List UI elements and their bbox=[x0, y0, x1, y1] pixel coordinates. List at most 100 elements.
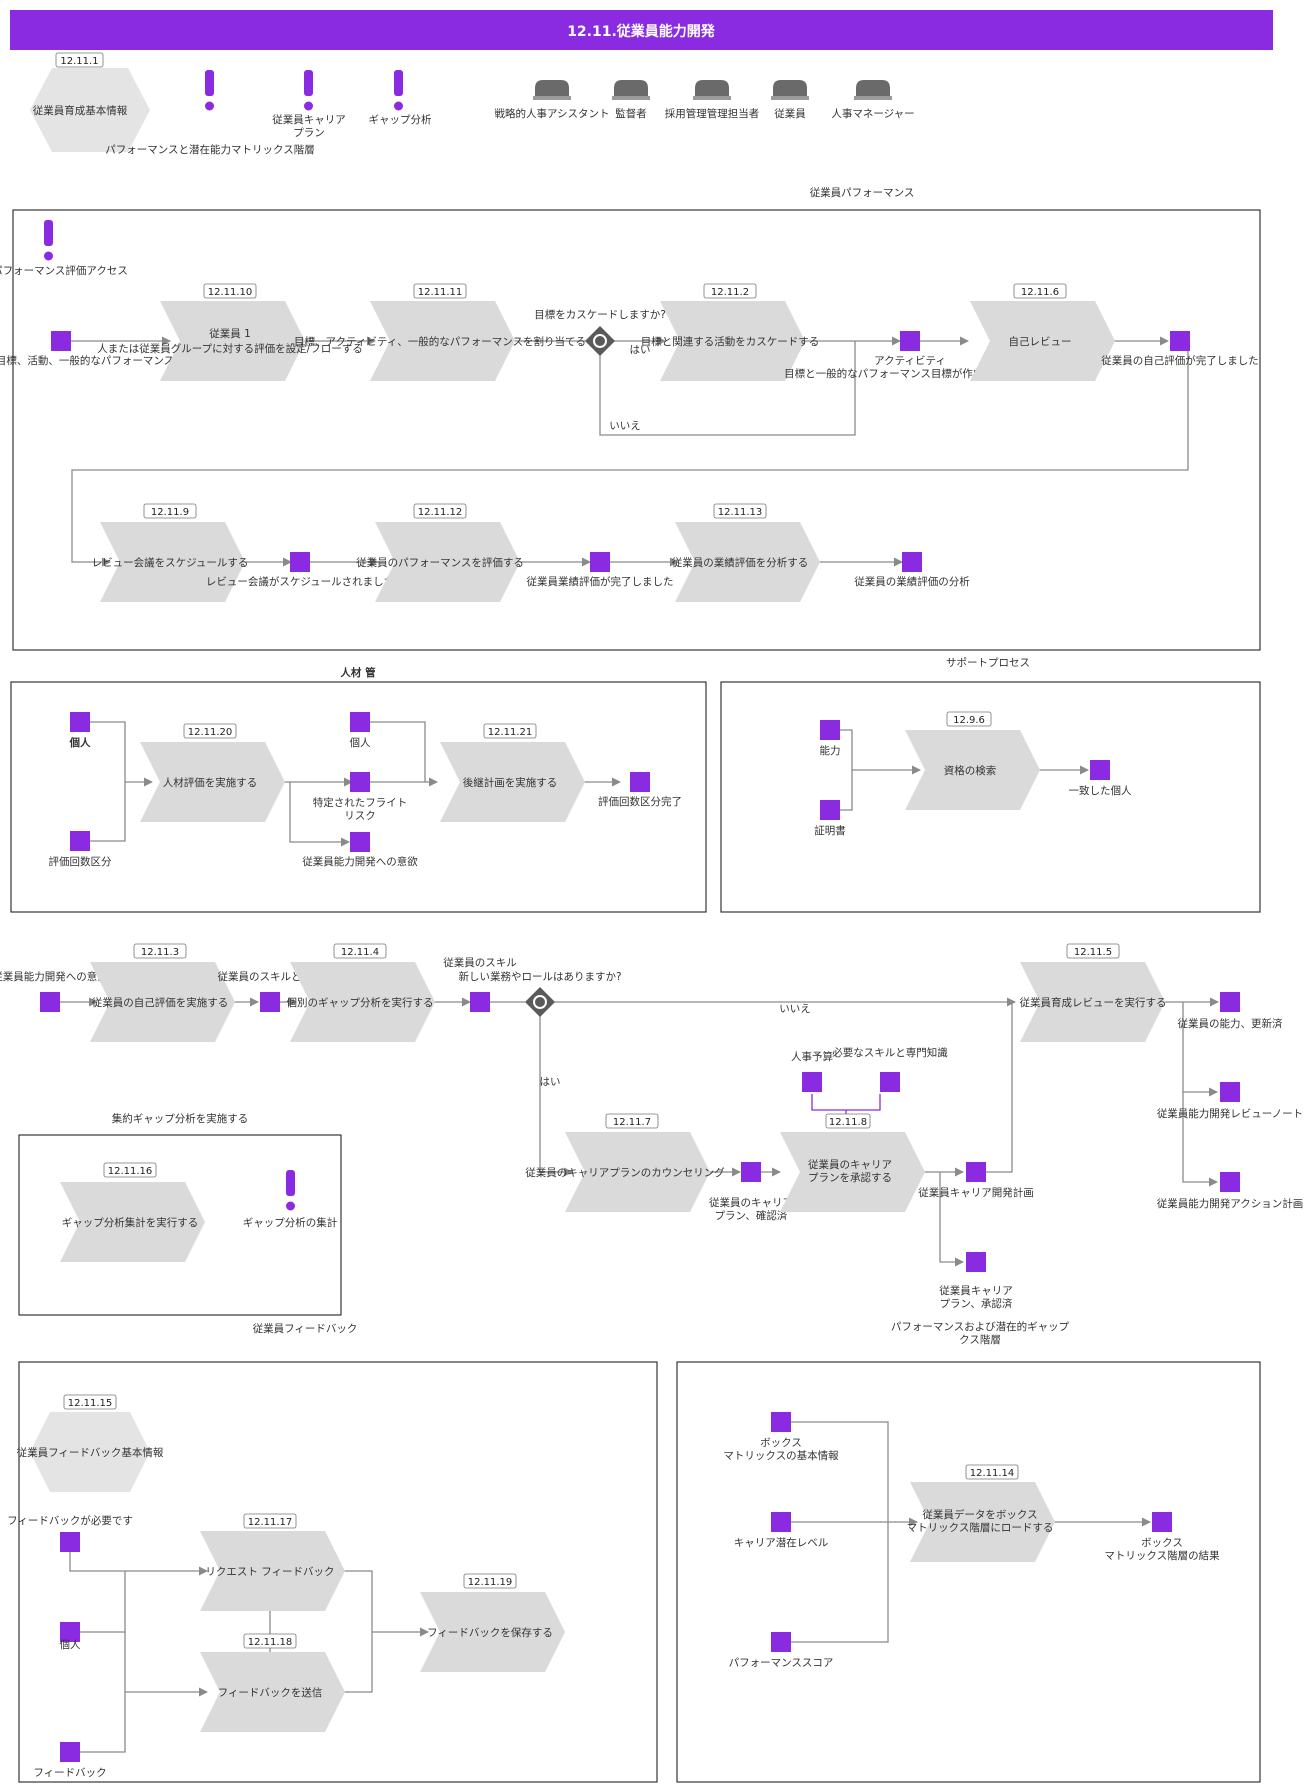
plan-confirmed-label: 従業員のキャリアプラン、確認済 bbox=[709, 1196, 793, 1222]
task-12-11-16[interactable]: 12.11.16 ギャップ分析集計を実行する bbox=[60, 1162, 205, 1262]
gap-analysis-risk-icon bbox=[394, 70, 403, 111]
skills-event[interactable] bbox=[260, 992, 280, 1012]
matrix-result-label: ボックスマトリックス階層の結果 bbox=[1104, 1537, 1220, 1562]
pool5-container bbox=[18, 1134, 342, 1316]
matched-event[interactable] bbox=[1090, 760, 1110, 780]
feedback-event[interactable] bbox=[60, 1742, 80, 1762]
svg-text:12.11.13: 12.11.13 bbox=[718, 507, 763, 518]
box-info-event[interactable] bbox=[771, 1412, 791, 1432]
count-done-event[interactable] bbox=[630, 772, 650, 792]
task-12-11-18[interactable]: 12.11.18 フィードバックを送信 bbox=[200, 1633, 345, 1732]
task-12-11-7[interactable]: 12.11.7 従業員のキャリアプランのカウンセリング bbox=[525, 1113, 725, 1212]
pool7-container bbox=[676, 1361, 1261, 1783]
matrix-result-event[interactable] bbox=[1152, 1512, 1172, 1532]
budget-event[interactable] bbox=[802, 1072, 822, 1092]
career-plan-risk-label: 従業員キャリアプラン bbox=[272, 113, 346, 139]
individual-event-b[interactable] bbox=[350, 712, 370, 732]
review-note-label: 従業員能力開発レビューノート bbox=[1157, 1107, 1303, 1120]
perf-score-label: パフォーマンススコア bbox=[729, 1657, 834, 1669]
task-12-11-2[interactable]: 12.11.2 目標と関連する活動をカスケードする bbox=[641, 283, 820, 381]
svg-text:目標と関連する活動をカスケードする: 目標と関連する活動をカスケードする bbox=[641, 335, 820, 348]
individual-event-a-label: 個人 bbox=[69, 736, 91, 749]
access-risk-icon bbox=[44, 220, 53, 261]
svg-text:後継計画を実施する: 後継計画を実施する bbox=[463, 776, 558, 789]
pool5-title: 集約ギャップ分析を実施する bbox=[112, 1112, 249, 1125]
gap-event[interactable] bbox=[470, 992, 490, 1012]
willingness-start-event[interactable] bbox=[40, 992, 60, 1012]
action-plan-event[interactable] bbox=[1220, 1172, 1240, 1192]
review-note-event[interactable] bbox=[1220, 1082, 1240, 1102]
ability-event[interactable] bbox=[820, 720, 840, 740]
task-12-11-8[interactable]: 12.11.8 従業員のキャリアプランを承認する bbox=[780, 1113, 925, 1212]
svg-text:従業員のパフォーマンスを評価する: 従業員のパフォーマンスを評価する bbox=[356, 556, 524, 569]
individual-event-c-label: 個人 bbox=[60, 1638, 81, 1651]
svg-text:目標、アクティビティ、一般的なパフォーマンスを割り当てる: 目標、アクティビティ、一般的なパフォーマンスを割り当てる bbox=[294, 335, 586, 348]
task-12-11-3[interactable]: 12.11.3 従業員の自己評価を実施する bbox=[90, 943, 235, 1042]
access-risk-label: パフォーマンス評価アクセス bbox=[0, 264, 128, 277]
task-12-11-17[interactable]: 12.11.17 リクエスト フィードバック bbox=[200, 1513, 345, 1611]
need-feedback-event[interactable] bbox=[60, 1532, 80, 1552]
role-icon bbox=[533, 80, 571, 100]
task-12-11-12[interactable]: 12.11.12 従業員のパフォーマンスを評価する bbox=[356, 503, 524, 602]
pool7-title: パフォーマンスおよび潜在的ギャップクス階層 bbox=[891, 1320, 1070, 1346]
task-12-11-19[interactable]: 12.11.19 フィードバックを保存する bbox=[420, 1573, 565, 1672]
willingness-label: 従業員能力開発への意欲 bbox=[302, 855, 418, 868]
career-level-event[interactable] bbox=[771, 1512, 791, 1532]
task-12-11-9[interactable]: 12.11.9 レビュー会議をスケジュールする bbox=[92, 503, 249, 602]
svg-text:従業員育成基本情報: 従業員育成基本情報 bbox=[33, 104, 128, 117]
self-review-done-event[interactable] bbox=[1170, 331, 1190, 351]
svg-text:12.11.5: 12.11.5 bbox=[1074, 947, 1112, 958]
eval-done-event[interactable] bbox=[590, 552, 610, 572]
individual-event-c[interactable] bbox=[60, 1622, 80, 1642]
analysis-event[interactable] bbox=[902, 552, 922, 572]
box-info-label: ボックスマトリックスの基本情報 bbox=[723, 1437, 839, 1462]
basic-info-shape[interactable]: 12.11.1 従業員育成基本情報 bbox=[30, 52, 150, 152]
task-12-11-6[interactable]: 12.11.6 自己レビュー bbox=[970, 283, 1115, 381]
updated-event[interactable] bbox=[1220, 992, 1240, 1012]
new-role-gateway[interactable] bbox=[525, 987, 555, 1017]
task-12-11-10[interactable]: 12.11.10 従業員 1 人または従業員グループに対する評価を設定/フローす… bbox=[97, 283, 363, 381]
task-12-11-20[interactable]: 12.11.20 人材評価を実施する bbox=[140, 723, 285, 822]
task-12-11-14[interactable]: 12.11.14 従業員データをボックスマトリックス階層にロードする bbox=[907, 1464, 1055, 1562]
task-12-11-5[interactable]: 12.11.5 従業員育成レビューを実行する bbox=[1020, 943, 1167, 1042]
dev-plan-event[interactable] bbox=[966, 1162, 986, 1182]
skill-need-event[interactable] bbox=[880, 1072, 900, 1092]
plan-approved-event[interactable] bbox=[966, 1252, 986, 1272]
count-done-label: 評価回数区分完了 bbox=[598, 795, 682, 808]
flight-risk-event[interactable] bbox=[350, 772, 370, 792]
pool1-connectors bbox=[70, 336, 1189, 567]
task-12-11-21[interactable]: 12.11.21 後継計画を実施する bbox=[440, 723, 585, 822]
role-label: 監督者 bbox=[615, 107, 647, 120]
task-12-11-11[interactable]: 12.11.11 目標、アクティビティ、一般的なパフォーマンスを割り当てる bbox=[294, 283, 586, 381]
career-plan-risk-icon bbox=[304, 70, 313, 111]
individual-event-a[interactable] bbox=[70, 712, 90, 732]
pool3-title: サポートプロセス bbox=[946, 657, 1030, 669]
pool2-container bbox=[10, 681, 707, 913]
plan-approved-label: 従業員キャリアプラン、承認済 bbox=[939, 1284, 1013, 1310]
cascade-gateway[interactable] bbox=[585, 326, 615, 356]
new-role-question: 新しい業務やロールはありますか? bbox=[458, 970, 621, 983]
task-12-9-6[interactable]: 12.9.6 資格の検索 bbox=[905, 711, 1040, 810]
willingness-start-label: 従業員能力開発への意欲 bbox=[0, 970, 108, 983]
start-event[interactable] bbox=[51, 331, 71, 351]
plan-confirmed-event[interactable] bbox=[741, 1162, 761, 1182]
svg-text:12.11.6: 12.11.6 bbox=[1021, 287, 1059, 298]
task-12-11-13[interactable]: 12.11.13 従業員の業績評価を分析する bbox=[672, 503, 820, 602]
feedback-basic-shape[interactable]: 12.11.15 従業員フィードバック基本情報 bbox=[17, 1394, 164, 1492]
svg-text:12.11.10: 12.11.10 bbox=[208, 287, 253, 298]
svg-text:12.11.2: 12.11.2 bbox=[711, 287, 749, 298]
svg-text:従業員育成レビューを実行する: 従業員育成レビューを実行する bbox=[1020, 996, 1167, 1009]
pool2-title: 人材 管 bbox=[340, 666, 376, 679]
analysis-event-label: 従業員の業績評価の分析 bbox=[854, 575, 970, 588]
activity-event[interactable] bbox=[900, 331, 920, 351]
dev-plan-label: 従業員キャリア開発計画 bbox=[918, 1186, 1034, 1199]
certificate-event[interactable] bbox=[820, 800, 840, 820]
willingness-event[interactable] bbox=[350, 832, 370, 852]
new-role-no-label: いいえ bbox=[779, 1003, 811, 1015]
svg-text:12.9.6: 12.9.6 bbox=[953, 715, 985, 726]
count-event-a[interactable] bbox=[70, 831, 90, 851]
svg-text:従業員の自己評価を実施する: 従業員の自己評価を実施する bbox=[92, 996, 229, 1009]
task-12-11-4[interactable]: 12.11.4 個別のギャップ分析を実行する bbox=[287, 943, 436, 1042]
meeting-scheduled-event[interactable] bbox=[290, 552, 310, 572]
perf-score-event[interactable] bbox=[771, 1632, 791, 1652]
